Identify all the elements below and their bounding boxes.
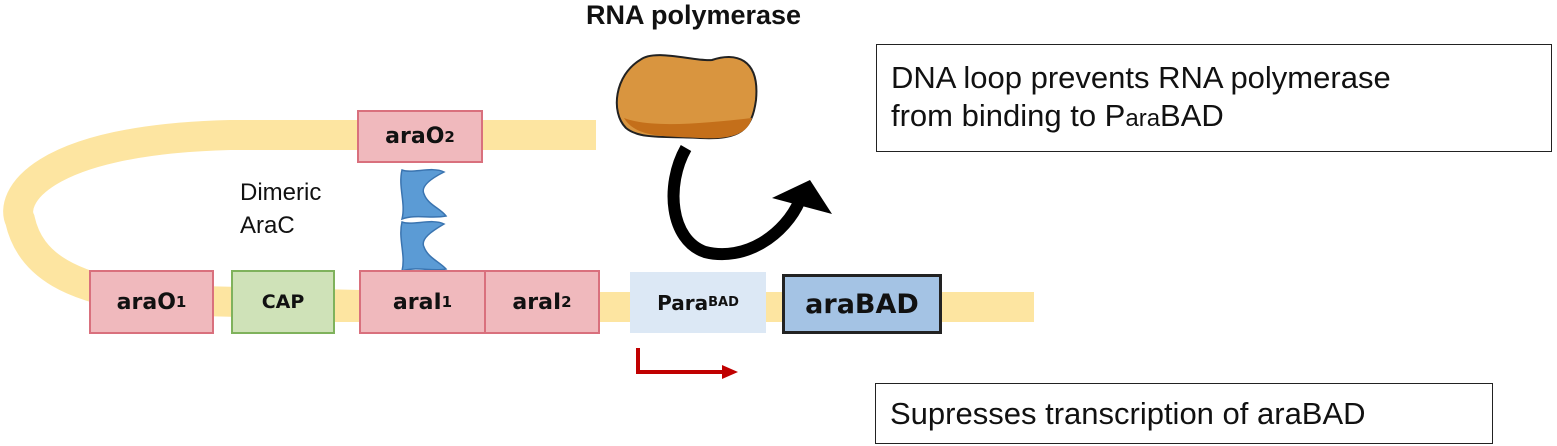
site-arai2-label: araI [512,289,562,315]
gene-arabad-label: araBAD [805,288,919,320]
gene-arabad: araBAD [782,274,942,334]
site-arao2-sub: 2 [444,127,455,146]
site-arai2-sub: 2 [561,293,572,311]
site-arai1-sub: 1 [441,293,453,311]
promoter-label: Para [657,290,709,315]
arac-monomer-upper-icon [400,168,448,221]
callout-suppress: Supresses transcription of araBAD [875,383,1493,444]
callout-suppress-text: Supresses transcription of araBAD [890,396,1366,431]
site-arao1-sub: 1 [175,293,187,311]
site-arai1-label: araI [392,289,442,315]
site-cap-label: CAP [261,291,305,313]
arac-label-line1: Dimeric [240,179,322,206]
site-cap: CAP [231,270,335,334]
rna-polymerase-title: RNA polymerase [586,0,802,30]
promoter-sub: BAD [708,295,739,310]
callout-dna-loop-line2: from binding to ParaBAD [891,97,1551,138]
callout-dna-loop-line1: DNA loop prevents RNA polymerase [891,60,1391,95]
callout-line2-prefix: from binding to P [891,98,1126,133]
arac-monomer-lower-icon [400,220,448,273]
rna-polymerase-icon [615,54,758,140]
arac-label-line2: AraC [240,212,295,239]
site-arao2-label: araO [385,124,445,149]
callout-line2-small: ara [1125,105,1161,132]
site-arao1-label: araO [116,289,176,315]
callout-line2-suffix: BAD [1160,98,1224,133]
callout-dna-loop: DNA loop prevents RNA polymerase from bi… [876,44,1552,152]
transcription-start-arrow-icon [636,348,738,379]
curved-arrow-icon [667,145,832,261]
arac-label: Dimeric AraC [240,176,321,242]
